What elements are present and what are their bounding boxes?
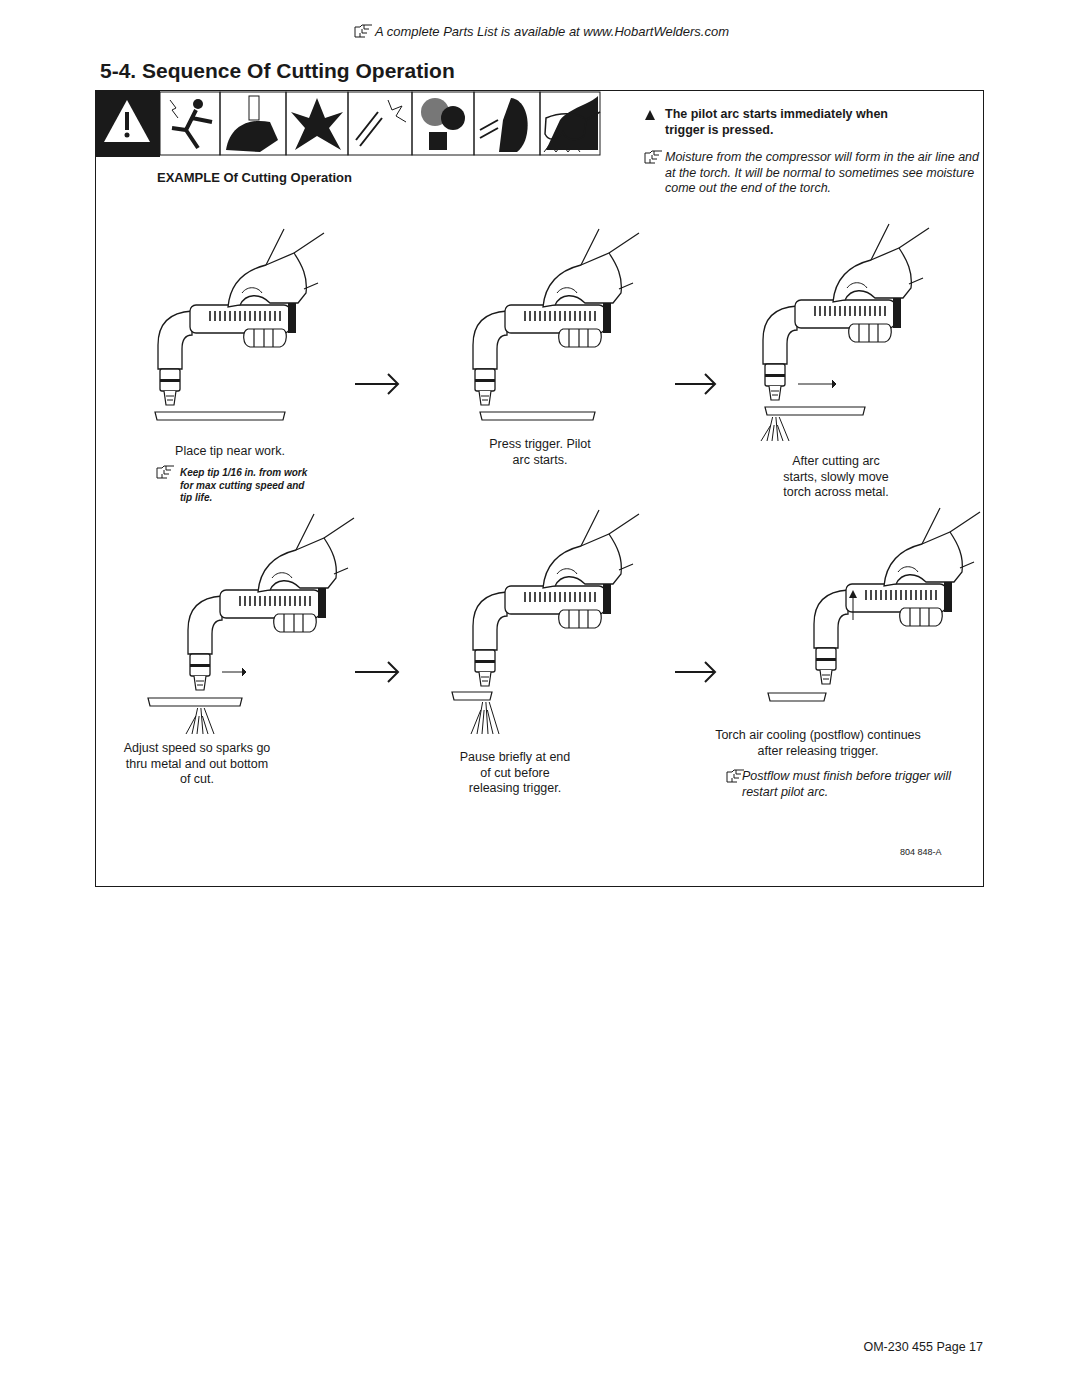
step-caption: Postflow must finish before trigger will… [742, 769, 954, 800]
step-caption: Keep tip 1/16 in. from work for max cutt… [180, 467, 315, 505]
step-caption: Press trigger. Pilot arc starts. [480, 437, 600, 468]
safety-icon-strip [95, 90, 600, 157]
sparks [186, 708, 214, 734]
step-caption: Torch air cooling (postflow) continues a… [705, 728, 931, 759]
workpiece [768, 693, 826, 701]
step-caption: After cutting arc starts, slowly move to… [776, 454, 896, 501]
step-caption: Adjust speed so sparks go thru metal and… [120, 741, 274, 788]
workpiece [148, 698, 242, 706]
direction-arrow [355, 374, 398, 394]
note-hand-symbol [645, 151, 662, 163]
lift-arrow [849, 590, 857, 620]
torch-illustration [473, 229, 639, 405]
direction-arrow [675, 374, 715, 394]
torch-illustration [188, 514, 354, 690]
note-hand-symbol [157, 466, 174, 478]
direction-arrow [798, 380, 836, 388]
note-hand-symbol [727, 770, 744, 782]
note-text: EXAMPLE Of Cutting Operation [157, 170, 397, 186]
note-text: A complete Parts List is available at ww… [375, 24, 795, 40]
torch-illustration [814, 508, 980, 684]
note-text: Moisture from the compressor will form i… [665, 150, 981, 197]
workpiece [765, 407, 865, 415]
workpiece [452, 692, 492, 700]
torch-illustration [763, 224, 929, 400]
note-hand-symbol [355, 25, 372, 37]
page-reference: 804 848-A [900, 847, 970, 858]
direction-arrow [355, 662, 398, 682]
torch-illustration [158, 229, 324, 405]
sparks [761, 417, 789, 441]
warning-triangle [645, 110, 655, 120]
direction-arrow [675, 662, 715, 682]
workpiece [480, 412, 595, 420]
section-title: 5-4. Sequence Of Cutting Operation [100, 58, 700, 84]
note-text: The pilot arc starts immediately when tr… [665, 107, 900, 138]
page-reference: OM-230 455 Page 17 [800, 1340, 983, 1356]
step-caption: Pause briefly at end of cut before relea… [457, 750, 573, 797]
step-caption: Place tip near work. [160, 444, 300, 460]
sparks [471, 702, 499, 734]
torch-illustration [473, 510, 639, 686]
workpiece [155, 412, 285, 420]
direction-arrow [222, 668, 246, 676]
panel-frame [96, 91, 984, 887]
